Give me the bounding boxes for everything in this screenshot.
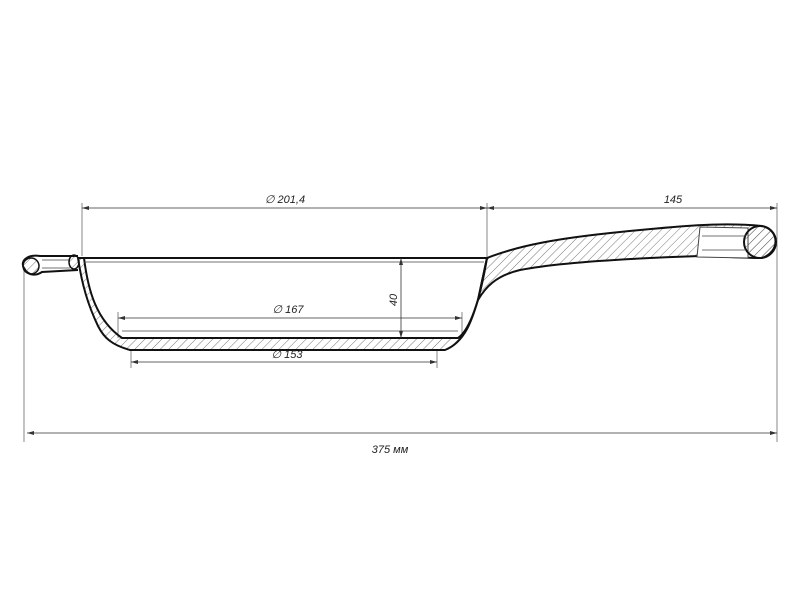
outer-bottom-label: ∅ 153 <box>272 349 304 361</box>
dimension-inner-bottom: ∅ 167 <box>118 304 462 320</box>
dimension-outer-bottom: ∅ 153 <box>131 349 437 364</box>
handle-hang-hole <box>696 226 749 259</box>
overall-length-label: 375 мм <box>372 444 409 456</box>
dimension-rim-diameter: ∅ 201,4 <box>82 194 487 210</box>
height-label: 40 <box>388 293 400 306</box>
dimension-height: 40 <box>388 258 403 338</box>
pan-body-section <box>76 257 488 351</box>
inner-bottom-label: ∅ 167 <box>273 304 305 316</box>
dimension-overall-length: 375 мм <box>27 431 777 456</box>
rim-diameter-label: ∅ 201,4 <box>265 194 305 206</box>
extension-lines <box>23 203 778 442</box>
dimension-handle-length: 145 <box>487 194 777 210</box>
handle-length-label: 145 <box>664 194 683 206</box>
handle-end-cap <box>743 225 777 259</box>
helper-handle <box>21 254 80 276</box>
